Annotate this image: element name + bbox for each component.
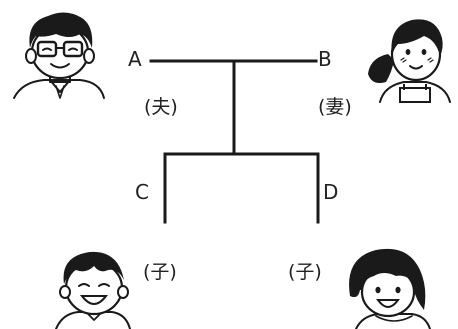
role-child-left: (子) [143, 261, 177, 283]
label-b: B [318, 47, 332, 71]
father-with-glasses-icon [13, 12, 105, 99]
role-husband: (夫) [144, 96, 178, 118]
label-a: A [128, 47, 142, 71]
girl-icon [349, 248, 431, 329]
role-wife: (妻) [318, 96, 352, 118]
boy-icon [55, 251, 131, 329]
tree-lines [149, 59, 320, 224]
role-child-right: (子) [288, 261, 322, 283]
label-c: C [135, 180, 149, 204]
mother-icon [368, 19, 451, 103]
label-d: D [323, 180, 339, 204]
